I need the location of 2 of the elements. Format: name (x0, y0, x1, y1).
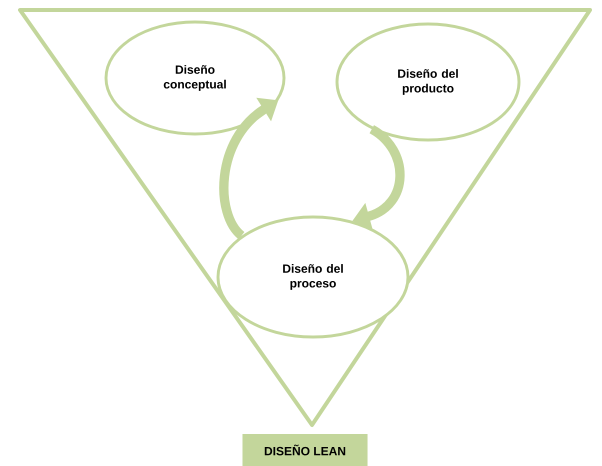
title-box: DISEÑO LEAN (242, 434, 368, 466)
triangle-frame (18, 8, 592, 427)
